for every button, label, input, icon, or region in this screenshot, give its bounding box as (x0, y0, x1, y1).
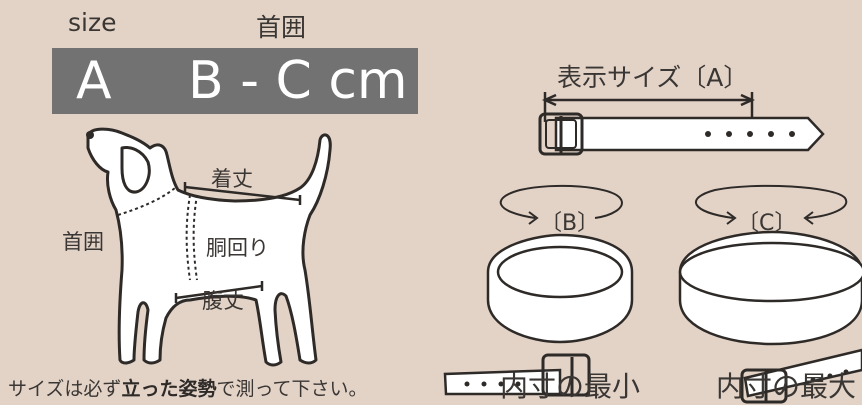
length-label: 着丈 (211, 167, 253, 191)
footnote-part1: サイズは必ず (8, 378, 122, 400)
footnote-bold: 立った姿勢 (121, 378, 217, 400)
neck-label: 首囲 (62, 230, 104, 254)
c-marker-label: 〔C〕 (737, 211, 797, 236)
b-marker-label: 〔B〕 (540, 211, 600, 236)
footnote-part3: で測って下さい。 (216, 378, 368, 400)
range-value: B - C cm (188, 51, 408, 111)
size-banner: A B - C cm (52, 48, 418, 114)
inner-max-label: 内寸の最大 (716, 370, 857, 403)
chest-label: 胴回り (206, 236, 269, 260)
inner-min-label: 内寸の最小 (500, 370, 641, 403)
display-size-label: 表示サイズ〔A〕 (557, 63, 749, 92)
belly-label: 腹丈 (202, 289, 244, 313)
neck-header: 首囲 (256, 13, 307, 42)
size-value: A (76, 51, 112, 111)
footnote: サイズは必ず立った姿勢で測って下さい。 (8, 374, 368, 401)
size-header: size (68, 8, 117, 37)
